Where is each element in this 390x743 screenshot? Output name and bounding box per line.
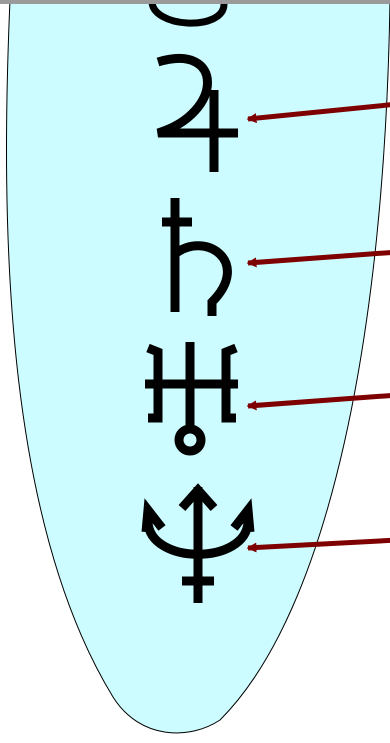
arrow-jupiter — [246, 102, 390, 124]
jupiter-symbol — [156, 54, 238, 172]
uranus-symbol — [145, 342, 238, 456]
saturn-symbol — [162, 198, 232, 316]
arrow-neptune — [246, 537, 390, 553]
arrow-saturn — [246, 250, 390, 268]
arrow-uranus — [246, 393, 390, 411]
oval-shape — [6, 0, 390, 734]
neptune-symbol — [141, 483, 255, 603]
top-border — [0, 0, 390, 4]
partial-top-symbol — [148, 0, 228, 27]
